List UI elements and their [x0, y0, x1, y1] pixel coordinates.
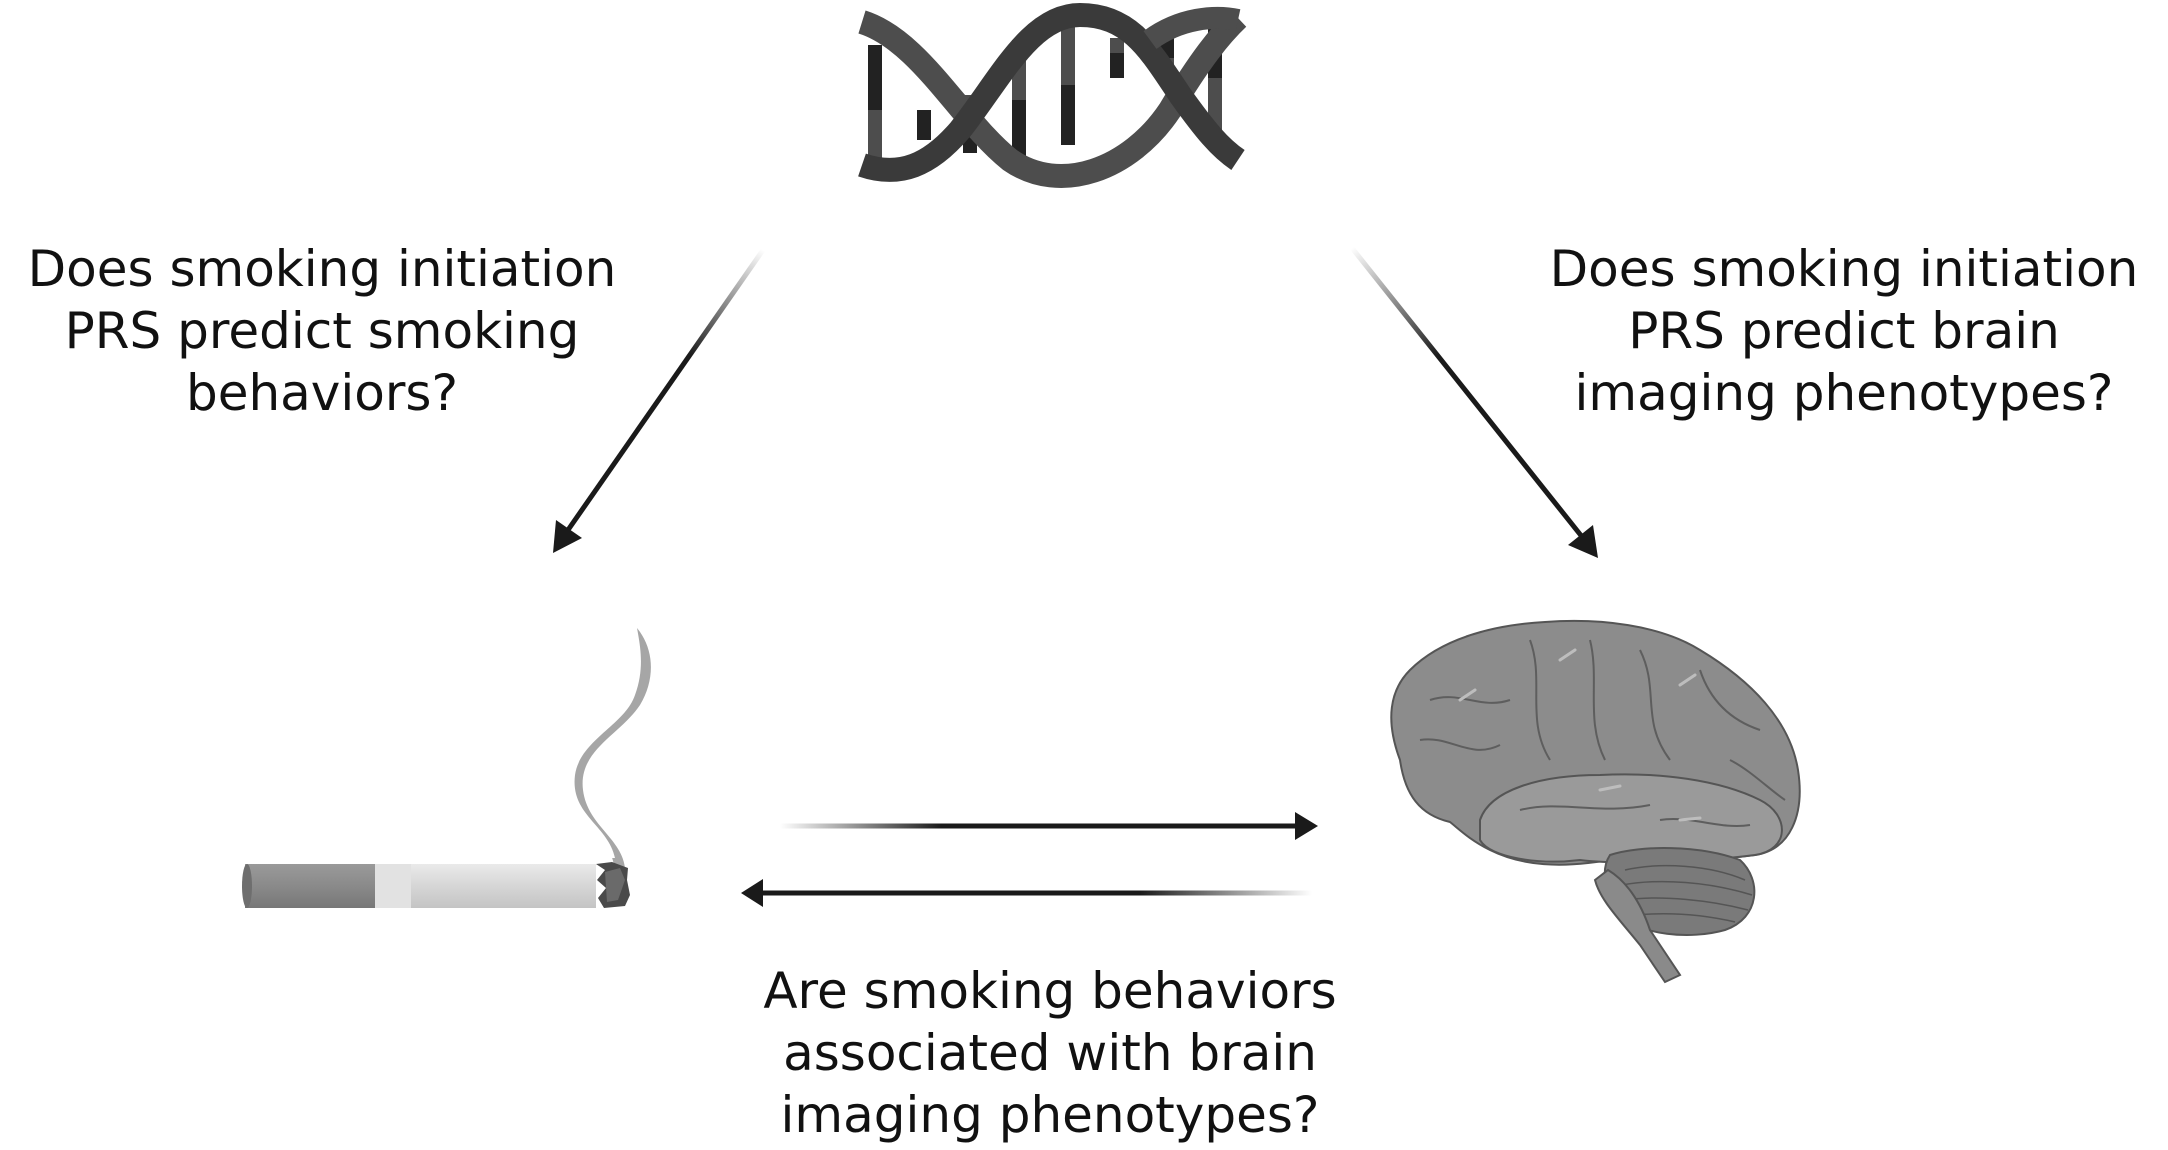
temporal-lobe [1479, 773, 1783, 864]
question-line: Does smoking initiation [27, 240, 617, 298]
arrow-brain-to-cigarette [741, 879, 1312, 907]
question-line: Does smoking initiation [1549, 240, 2139, 298]
arrow-dna-to-cigarette [553, 248, 766, 553]
dna-strand-2 [858, 2, 1245, 182]
cigarette-band [375, 864, 411, 908]
arrow-cigarette-to-brain [780, 812, 1318, 840]
question-smoking-brain: Are smoking behaviors associated with br… [700, 960, 1400, 1146]
dna-strand-1 [857, 9, 1247, 188]
smoke-icon [574, 628, 651, 886]
question-line: imaging phenotypes? [780, 1086, 1320, 1144]
question-line: PRS predict smoking [64, 302, 580, 360]
question-prs-smoking: Does smoking initiation PRS predict smok… [0, 238, 644, 424]
question-line: imaging phenotypes? [1574, 364, 2114, 422]
arrow-dna-to-brain [1350, 246, 1598, 558]
question-prs-brain: Does smoking initiation PRS predict brai… [1520, 238, 2168, 424]
human-brain-icon [1390, 619, 1801, 984]
question-line: Are smoking behaviors [763, 962, 1337, 1020]
question-line: associated with brain [783, 1024, 1317, 1082]
question-line: behaviors? [185, 364, 459, 422]
brainstem [1593, 868, 1682, 984]
cigarette-filter [245, 864, 375, 908]
question-line: PRS predict brain [1628, 302, 2060, 360]
lit-cigarette-icon [242, 628, 651, 908]
dna-double-helix-icon [857, 2, 1247, 188]
cigarette-paper [411, 864, 596, 908]
